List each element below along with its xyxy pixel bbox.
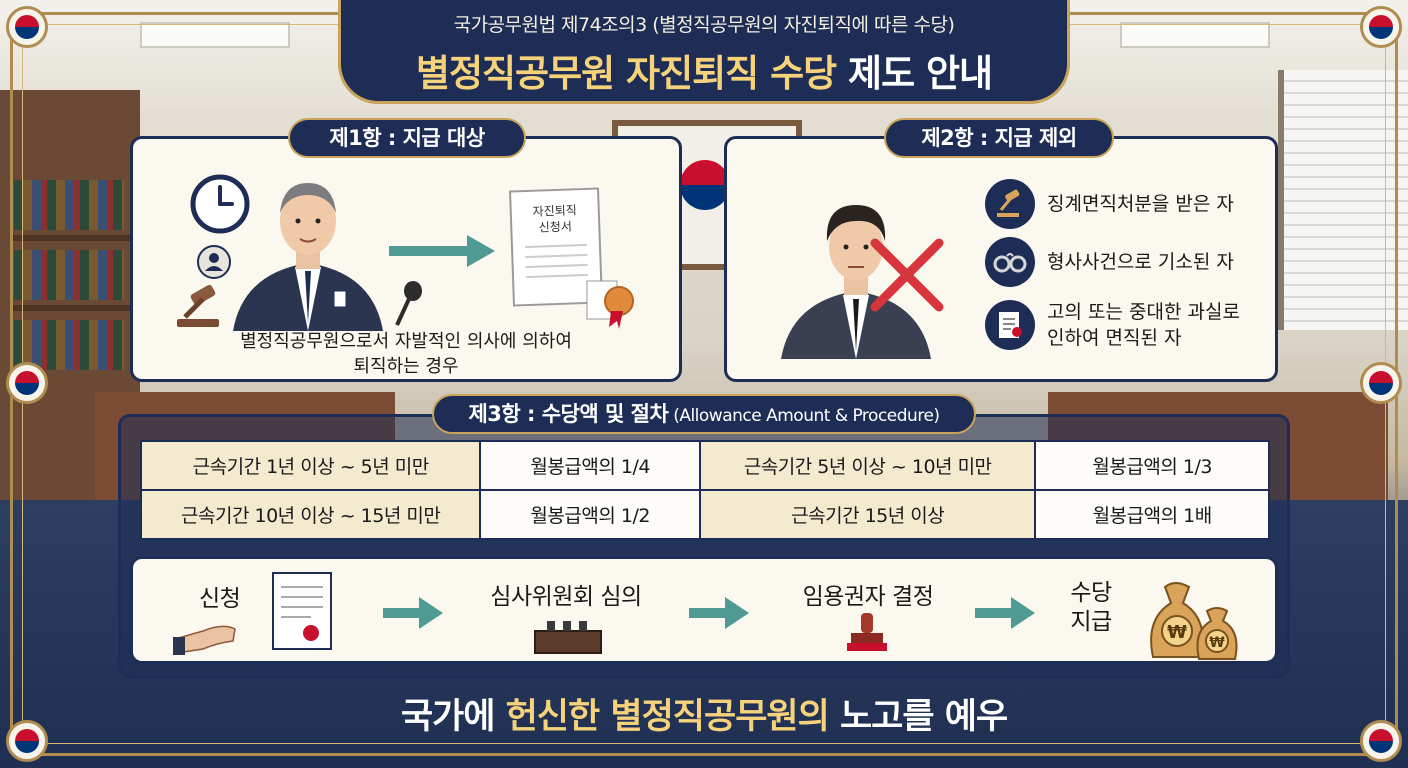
section1-card: 자진퇴직 신청서 별정직공무원으로서 자발적인 의사에 의하여 퇴직하는 경우: [130, 136, 682, 382]
red-x-icon: [870, 238, 944, 312]
gavel-icon: [177, 285, 219, 327]
document-icon: [985, 300, 1035, 350]
footer-slogan: 국가에 헌신한 별정직공무원의 노고를 예우: [0, 688, 1408, 739]
exclusion-item: 형사사건으로 기소된 자: [985, 237, 1234, 287]
amount-cell: 월봉급액의 1/4: [479, 440, 701, 491]
ceiling-light: [1120, 22, 1270, 48]
clock-icon: [190, 174, 250, 234]
application-document-icon: [272, 572, 332, 650]
step-payment-label: 수당 지급: [1070, 580, 1112, 635]
law-reference: 국가공무원법 제74조의3 (별정직공무원의 자진퇴직에 따른 수당): [453, 14, 955, 36]
arrow-right-icon: [389, 235, 495, 267]
taegeuk-medallion-icon: [1360, 720, 1402, 762]
amount-cell: 월봉급액의 1/3: [1034, 440, 1270, 491]
exclusion-text-line: 인하여 면직된 자: [1047, 327, 1182, 349]
shelf: [10, 305, 130, 311]
books: [14, 180, 124, 230]
step-review-label: 심사위원회 심의: [490, 584, 642, 610]
official-stamp-icon: [847, 613, 887, 651]
won-symbol: ₩: [1209, 635, 1225, 651]
exclusion-item: 징계면직처분을 받은 자: [985, 179, 1234, 229]
arrow-right-icon: [975, 597, 1035, 629]
gavel-icon: [985, 179, 1035, 229]
footer-text: 국가에: [400, 697, 506, 737]
caption-line: 별정직공무원으로서 자발적인 의사에 의하여: [240, 331, 572, 352]
tenure-cell: 근속기간 5년 이상 ~ 10년 미만: [698, 440, 1037, 491]
page-title-gold: 별정직공무원 자진퇴직 수당: [415, 52, 837, 95]
arrow-right-icon: [689, 597, 749, 629]
handcuffs-icon: [985, 237, 1035, 287]
section2-card: 징계면직처분을 받은 자 형사사건으로 기소된 자 고의 또는 중대한 과실로 …: [724, 136, 1278, 382]
procedure-flow: 신청 심사위원회 심의 임용권자 결정 수당 지급 ₩ ₩: [130, 556, 1278, 664]
section3-label-english: (Allowance Amount & Procedure): [668, 406, 940, 426]
step-apply-label: 신청: [199, 586, 241, 612]
exclusion-text-line: 고의 또는 중대한 과실로: [1047, 301, 1240, 323]
official-portrait: [233, 183, 383, 331]
hand-submit-icon: [173, 625, 236, 655]
exclusion-text: 형사사건으로 기소된 자: [1047, 251, 1234, 273]
ceiling-light: [140, 22, 290, 48]
exclusion-text: 고의 또는 중대한 과실로 인하여 면직된 자: [1047, 299, 1240, 351]
shelf: [10, 235, 130, 241]
title-banner: 국가공무원법 제74조의3 (별정직공무원의 자진퇴직에 따른 수당) 별정직공…: [338, 0, 1070, 104]
section2-label: 제2항 : 지급 제외: [884, 118, 1114, 158]
taegeuk-medallion-icon: [1360, 6, 1402, 48]
money-bag-icon: ₩ ₩: [1150, 582, 1238, 660]
page-title: 별정직공무원 자진퇴직 수당 제도 안내: [341, 43, 1067, 97]
footer-text: 노고를 예우: [828, 697, 1008, 737]
section1-label: 제1항 : 지급 대상: [288, 118, 526, 158]
books: [14, 320, 124, 370]
microphone-icon: [395, 281, 422, 326]
section3-label: 제3항 : 수당액 및 절차 (Allowance Amount & Proce…: [432, 394, 976, 434]
step-decision-label: 임용권자 결정: [802, 584, 934, 610]
table-row: 근속기간 1년 이상 ~ 5년 미만 월봉급액의 1/4 근속기간 5년 이상 …: [139, 440, 1270, 491]
exclusion-text: 징계면직처분을 받은 자: [1047, 193, 1234, 215]
allowance-table: 근속기간 1년 이상 ~ 5년 미만 월봉급액의 1/4 근속기간 5년 이상 …: [139, 440, 1270, 540]
caption-line: 퇴직하는 경우: [353, 356, 459, 377]
tenure-cell: 근속기간 1년 이상 ~ 5년 미만: [139, 440, 482, 491]
footer-highlight: 헌신한 별정직공무원의: [505, 697, 830, 737]
exclusion-item: 고의 또는 중대한 과실로 인하여 면직된 자: [985, 299, 1240, 351]
taegukgi-emblem: [680, 160, 730, 210]
certificate-seal-icon: [586, 280, 634, 329]
window-blinds: [1278, 70, 1408, 330]
tenure-cell: 근속기간 15년 이상: [698, 489, 1037, 540]
books: [14, 250, 124, 300]
form-title: 자진퇴직 신청서: [532, 203, 578, 235]
taegeuk-medallion-icon: [1360, 362, 1402, 404]
table-row: 근속기간 10년 이상 ~ 15년 미만 월봉급액의 1/2 근속기간 15년 …: [139, 489, 1270, 540]
taegeuk-medallion-icon: [6, 720, 48, 762]
taegeuk-medallion-icon: [6, 6, 48, 48]
amount-cell: 월봉급액의 1/2: [479, 489, 701, 540]
excluded-person-portrait: [781, 205, 931, 359]
tenure-cell: 근속기간 10년 이상 ~ 15년 미만: [139, 489, 482, 540]
page-title-white: 제도 안내: [836, 52, 993, 95]
user-bubble-icon: [197, 245, 231, 279]
section1-caption: 별정직공무원으로서 자발적인 의사에 의하여 퇴직하는 경우: [133, 329, 679, 379]
amount-cell: 월봉급액의 1배: [1034, 489, 1270, 540]
won-symbol: ₩: [1167, 622, 1187, 643]
section3-label-bold: 제3항 : 수당액 및 절차: [468, 402, 669, 426]
taegeuk-medallion-icon: [6, 362, 48, 404]
arrow-right-icon: [383, 597, 443, 629]
committee-table-icon: [534, 621, 602, 654]
